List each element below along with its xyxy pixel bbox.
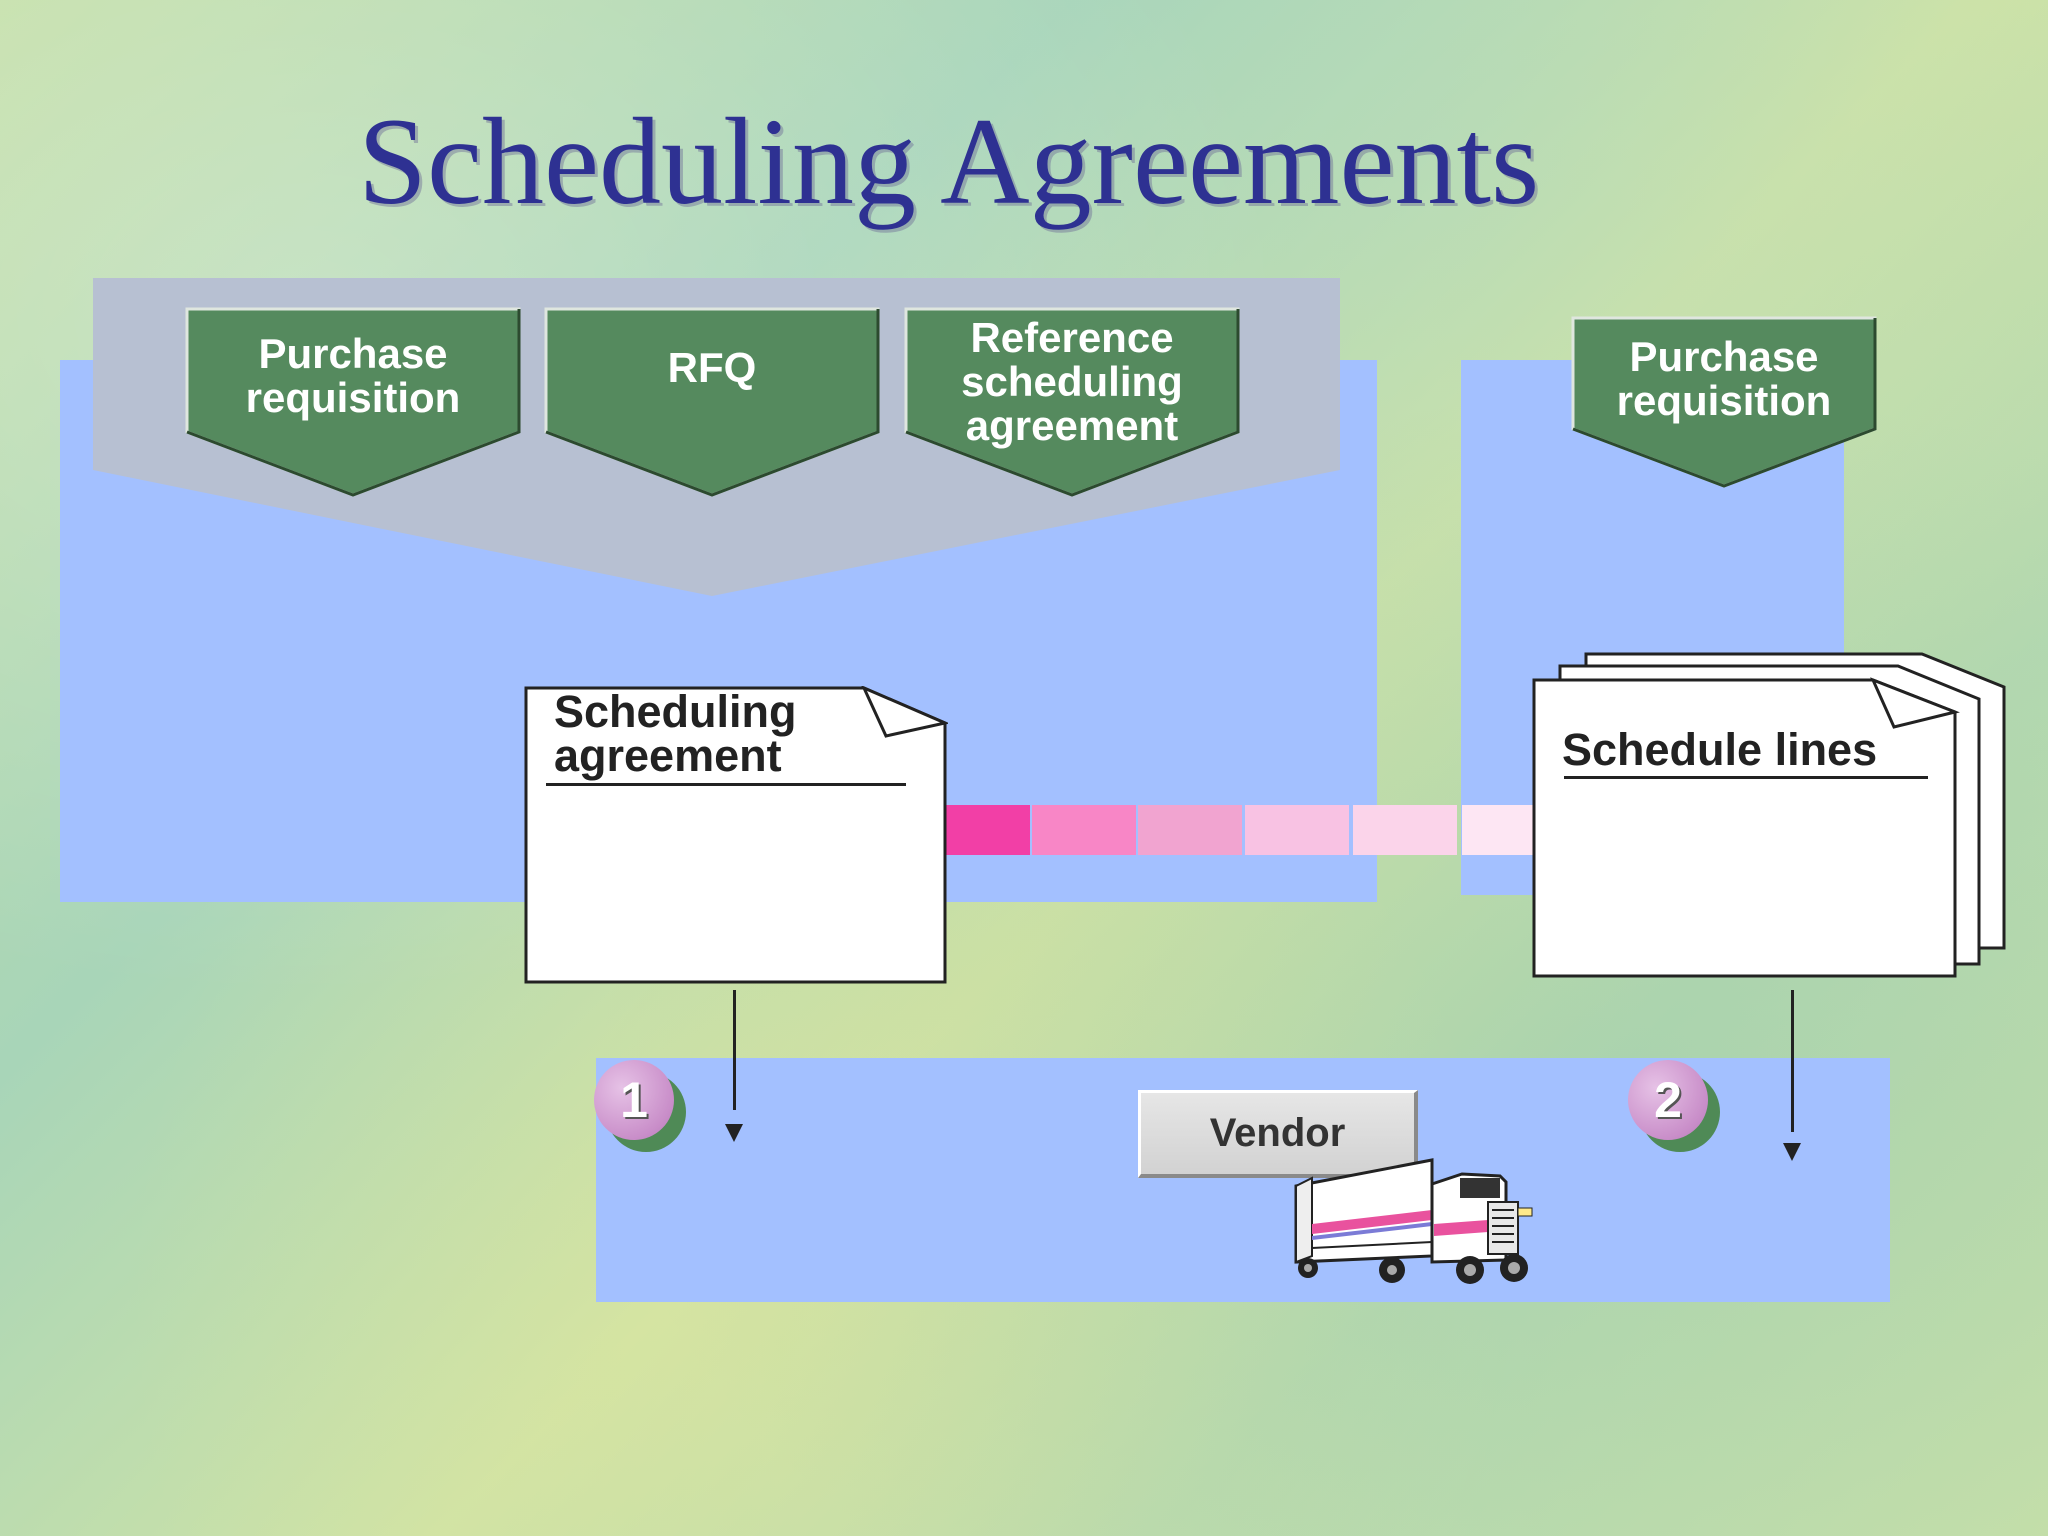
chevron-reference-scheduling-agreement: Reference scheduling agreement bbox=[903, 306, 1241, 498]
chevron-rfq: RFQ bbox=[543, 306, 881, 498]
scheduling-agreement-title: Scheduling agreement bbox=[554, 686, 797, 781]
chevron-purchase-requisition: Purchase requisition bbox=[184, 306, 522, 498]
arrow-to-vendor-1 bbox=[733, 990, 736, 1110]
scheduling-agreement-document: Scheduling agreement bbox=[524, 686, 948, 984]
step-badge-1: 1 bbox=[594, 1060, 686, 1152]
document-icon bbox=[524, 686, 948, 984]
chevron-label: RFQ bbox=[667, 344, 757, 391]
step-number: 1 bbox=[594, 1060, 674, 1140]
arrow-to-vendor-2 bbox=[1791, 990, 1794, 1132]
stacked-documents-icon bbox=[1532, 652, 2006, 978]
strip-segment bbox=[1353, 805, 1457, 855]
strip-segment bbox=[1032, 805, 1136, 855]
step-number: 2 bbox=[1628, 1060, 1708, 1140]
chevron-label: Purchase requisition bbox=[245, 330, 461, 421]
title-underline bbox=[546, 783, 906, 786]
schedule-lines-title: Schedule lines bbox=[1562, 724, 1878, 775]
truck-icon bbox=[1294, 1158, 1533, 1284]
strip-segment bbox=[1245, 805, 1349, 855]
strip-segment bbox=[1138, 805, 1242, 855]
chevron-label: Reference scheduling agreement bbox=[961, 314, 1183, 449]
arrow-head bbox=[725, 1124, 743, 1142]
chevron-label: Purchase requisition bbox=[1616, 333, 1832, 424]
arrow-head bbox=[1783, 1143, 1801, 1161]
schedule-lines-documents: Schedule lines bbox=[1532, 652, 2008, 980]
strip-segment bbox=[940, 805, 1030, 855]
page-title: Scheduling Agreements bbox=[358, 93, 1540, 230]
chevron-purchase-requisition-right: Purchase requisition bbox=[1570, 315, 1878, 489]
step-badge-2: 2 bbox=[1628, 1060, 1720, 1152]
vendor-label: Vendor bbox=[1138, 1090, 1418, 1178]
title-underline bbox=[1564, 776, 1928, 779]
